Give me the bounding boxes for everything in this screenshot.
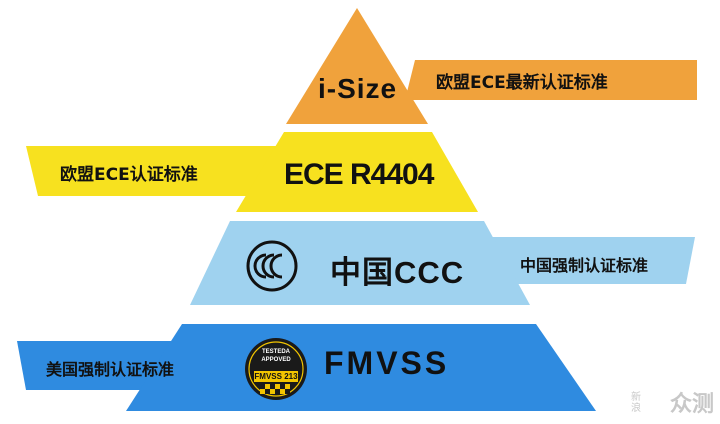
- tier-1-banner: [405, 60, 697, 100]
- tier-4-trapezoid: [126, 324, 596, 411]
- tier-3-description: 中国强制认证标准: [520, 256, 649, 275]
- tier-4-name: FMVSS: [324, 345, 450, 381]
- tier-2-description: 欧盟ECE认证标准: [60, 165, 198, 185]
- tier-2-banner: [26, 146, 300, 196]
- tier-1-description: 欧盟ECE最新认证标准: [436, 73, 608, 93]
- fmvss-badge-icon: TESTEDA APPOVED FMVSS 213: [244, 337, 308, 401]
- tier-3-name: 中国CCC: [330, 255, 465, 290]
- watermark-large: 众测: [669, 392, 714, 417]
- tier-1-triangle: [286, 8, 428, 124]
- tier-1-name: i-Size: [318, 73, 398, 104]
- badge-middle-text: APPOVED: [261, 357, 291, 363]
- badge-top-text: TESTEDA: [261, 349, 290, 355]
- ccc-mark-icon: [246, 240, 298, 292]
- badge-bottom-text: FMVSS 213: [254, 372, 298, 381]
- tier-4-description: 美国强制认证标准: [46, 360, 175, 379]
- watermark-small: 新浪: [631, 392, 641, 414]
- tier-2-trapezoid: [236, 132, 478, 212]
- tier-2-name: ECE R4404: [284, 158, 434, 191]
